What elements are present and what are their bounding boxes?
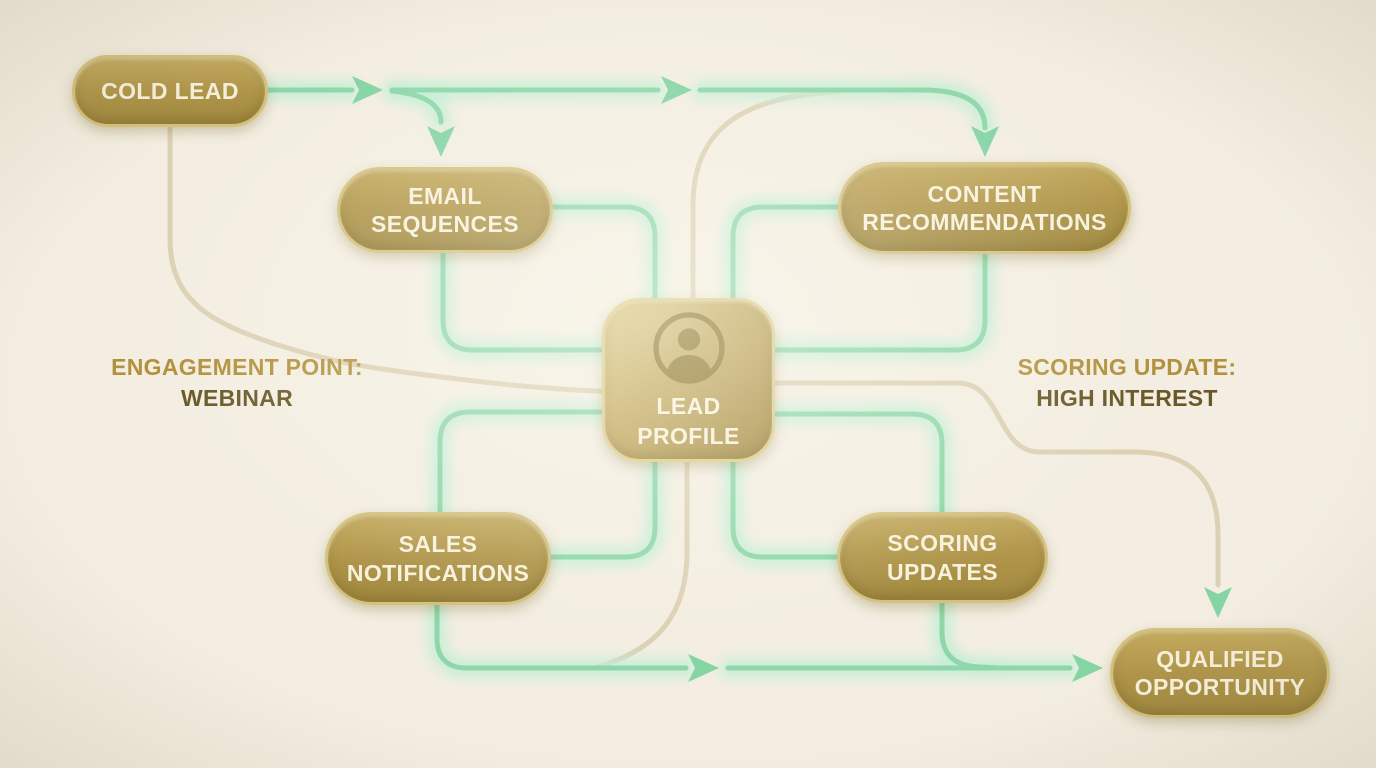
annotation-scoring-update-value: HIGH INTEREST bbox=[1036, 385, 1218, 412]
node-sales-notifications-line1: SALES bbox=[398, 531, 478, 558]
person-icon bbox=[651, 310, 727, 386]
edge-leadprofile-sales-right bbox=[546, 453, 658, 560]
edge-content-leadprofile-top bbox=[730, 204, 841, 308]
node-content-recommendations: CONTENT RECOMMENDATIONS bbox=[838, 162, 1131, 254]
node-sales-notifications-line2: NOTIFICATIONS bbox=[346, 559, 530, 586]
edge-email-leadprofile-top bbox=[549, 204, 658, 308]
edge-branch-email bbox=[389, 88, 444, 125]
edge-leadprofile-scoring-top bbox=[765, 411, 945, 523]
node-content-recommendations-line1: CONTENT bbox=[927, 180, 1042, 207]
node-email-sequences: EMAIL SEQUENCES bbox=[337, 167, 553, 253]
node-lead-profile-line1: LEAD bbox=[656, 392, 721, 419]
node-lead-profile-line2: PROFILE bbox=[637, 423, 740, 449]
annotation-scoring-update: SCORING UPDATE: HIGH INTEREST bbox=[977, 352, 1277, 414]
node-content-recommendations-line2: RECOMMENDATIONS bbox=[862, 209, 1107, 235]
node-qualified-opportunity-line2: OPPORTUNITY bbox=[1134, 674, 1306, 700]
edge-sales-bottomrail bbox=[434, 595, 689, 671]
node-scoring-updates-line1: SCORING bbox=[887, 530, 998, 557]
arrow-down-into-qualified-opportunity bbox=[1204, 587, 1232, 618]
edge-scoring-bottomrail bbox=[939, 593, 1003, 671]
node-lead-profile: LEAD PROFILE bbox=[602, 298, 775, 462]
node-cold-lead: COLD LEAD bbox=[72, 55, 268, 127]
node-scoring-updates: SCORING UPDATES bbox=[837, 512, 1048, 603]
node-email-sequences-line1: EMAIL bbox=[408, 182, 482, 209]
annotation-engagement-point-value: WEBINAR bbox=[181, 385, 293, 412]
edge-topline-content bbox=[697, 87, 988, 131]
edge-leadprofile-sales-top bbox=[437, 409, 613, 523]
node-scoring-updates-line2: UPDATES bbox=[887, 558, 998, 585]
node-qualified-opportunity: QUALIFIED OPPORTUNITY bbox=[1110, 628, 1330, 718]
annotation-scoring-update-title: SCORING UPDATE: bbox=[1017, 354, 1237, 380]
node-email-sequences-line2: SEQUENCES bbox=[370, 211, 520, 237]
edge-leadprofile-scoring-left bbox=[730, 453, 848, 560]
edge-email-leadprofile-left bbox=[440, 247, 613, 353]
edge-leadprofile-qualified-tan bbox=[762, 380, 1221, 588]
edge-coldlead-leadprofile-tan bbox=[167, 122, 617, 395]
annotation-engagement-point: ENGAGEMENT POINT: WEBINAR bbox=[87, 352, 387, 414]
annotation-engagement-point-title: ENGAGEMENT POINT: bbox=[111, 354, 363, 380]
edge-content-leadprofile-right bbox=[765, 247, 988, 353]
node-qualified-opportunity-line1: QUALIFIED bbox=[1156, 645, 1284, 672]
green-wires bbox=[264, 87, 1073, 671]
node-cold-lead-label: COLD LEAD bbox=[101, 77, 239, 104]
node-sales-notifications: SALES NOTIFICATIONS bbox=[325, 512, 551, 605]
